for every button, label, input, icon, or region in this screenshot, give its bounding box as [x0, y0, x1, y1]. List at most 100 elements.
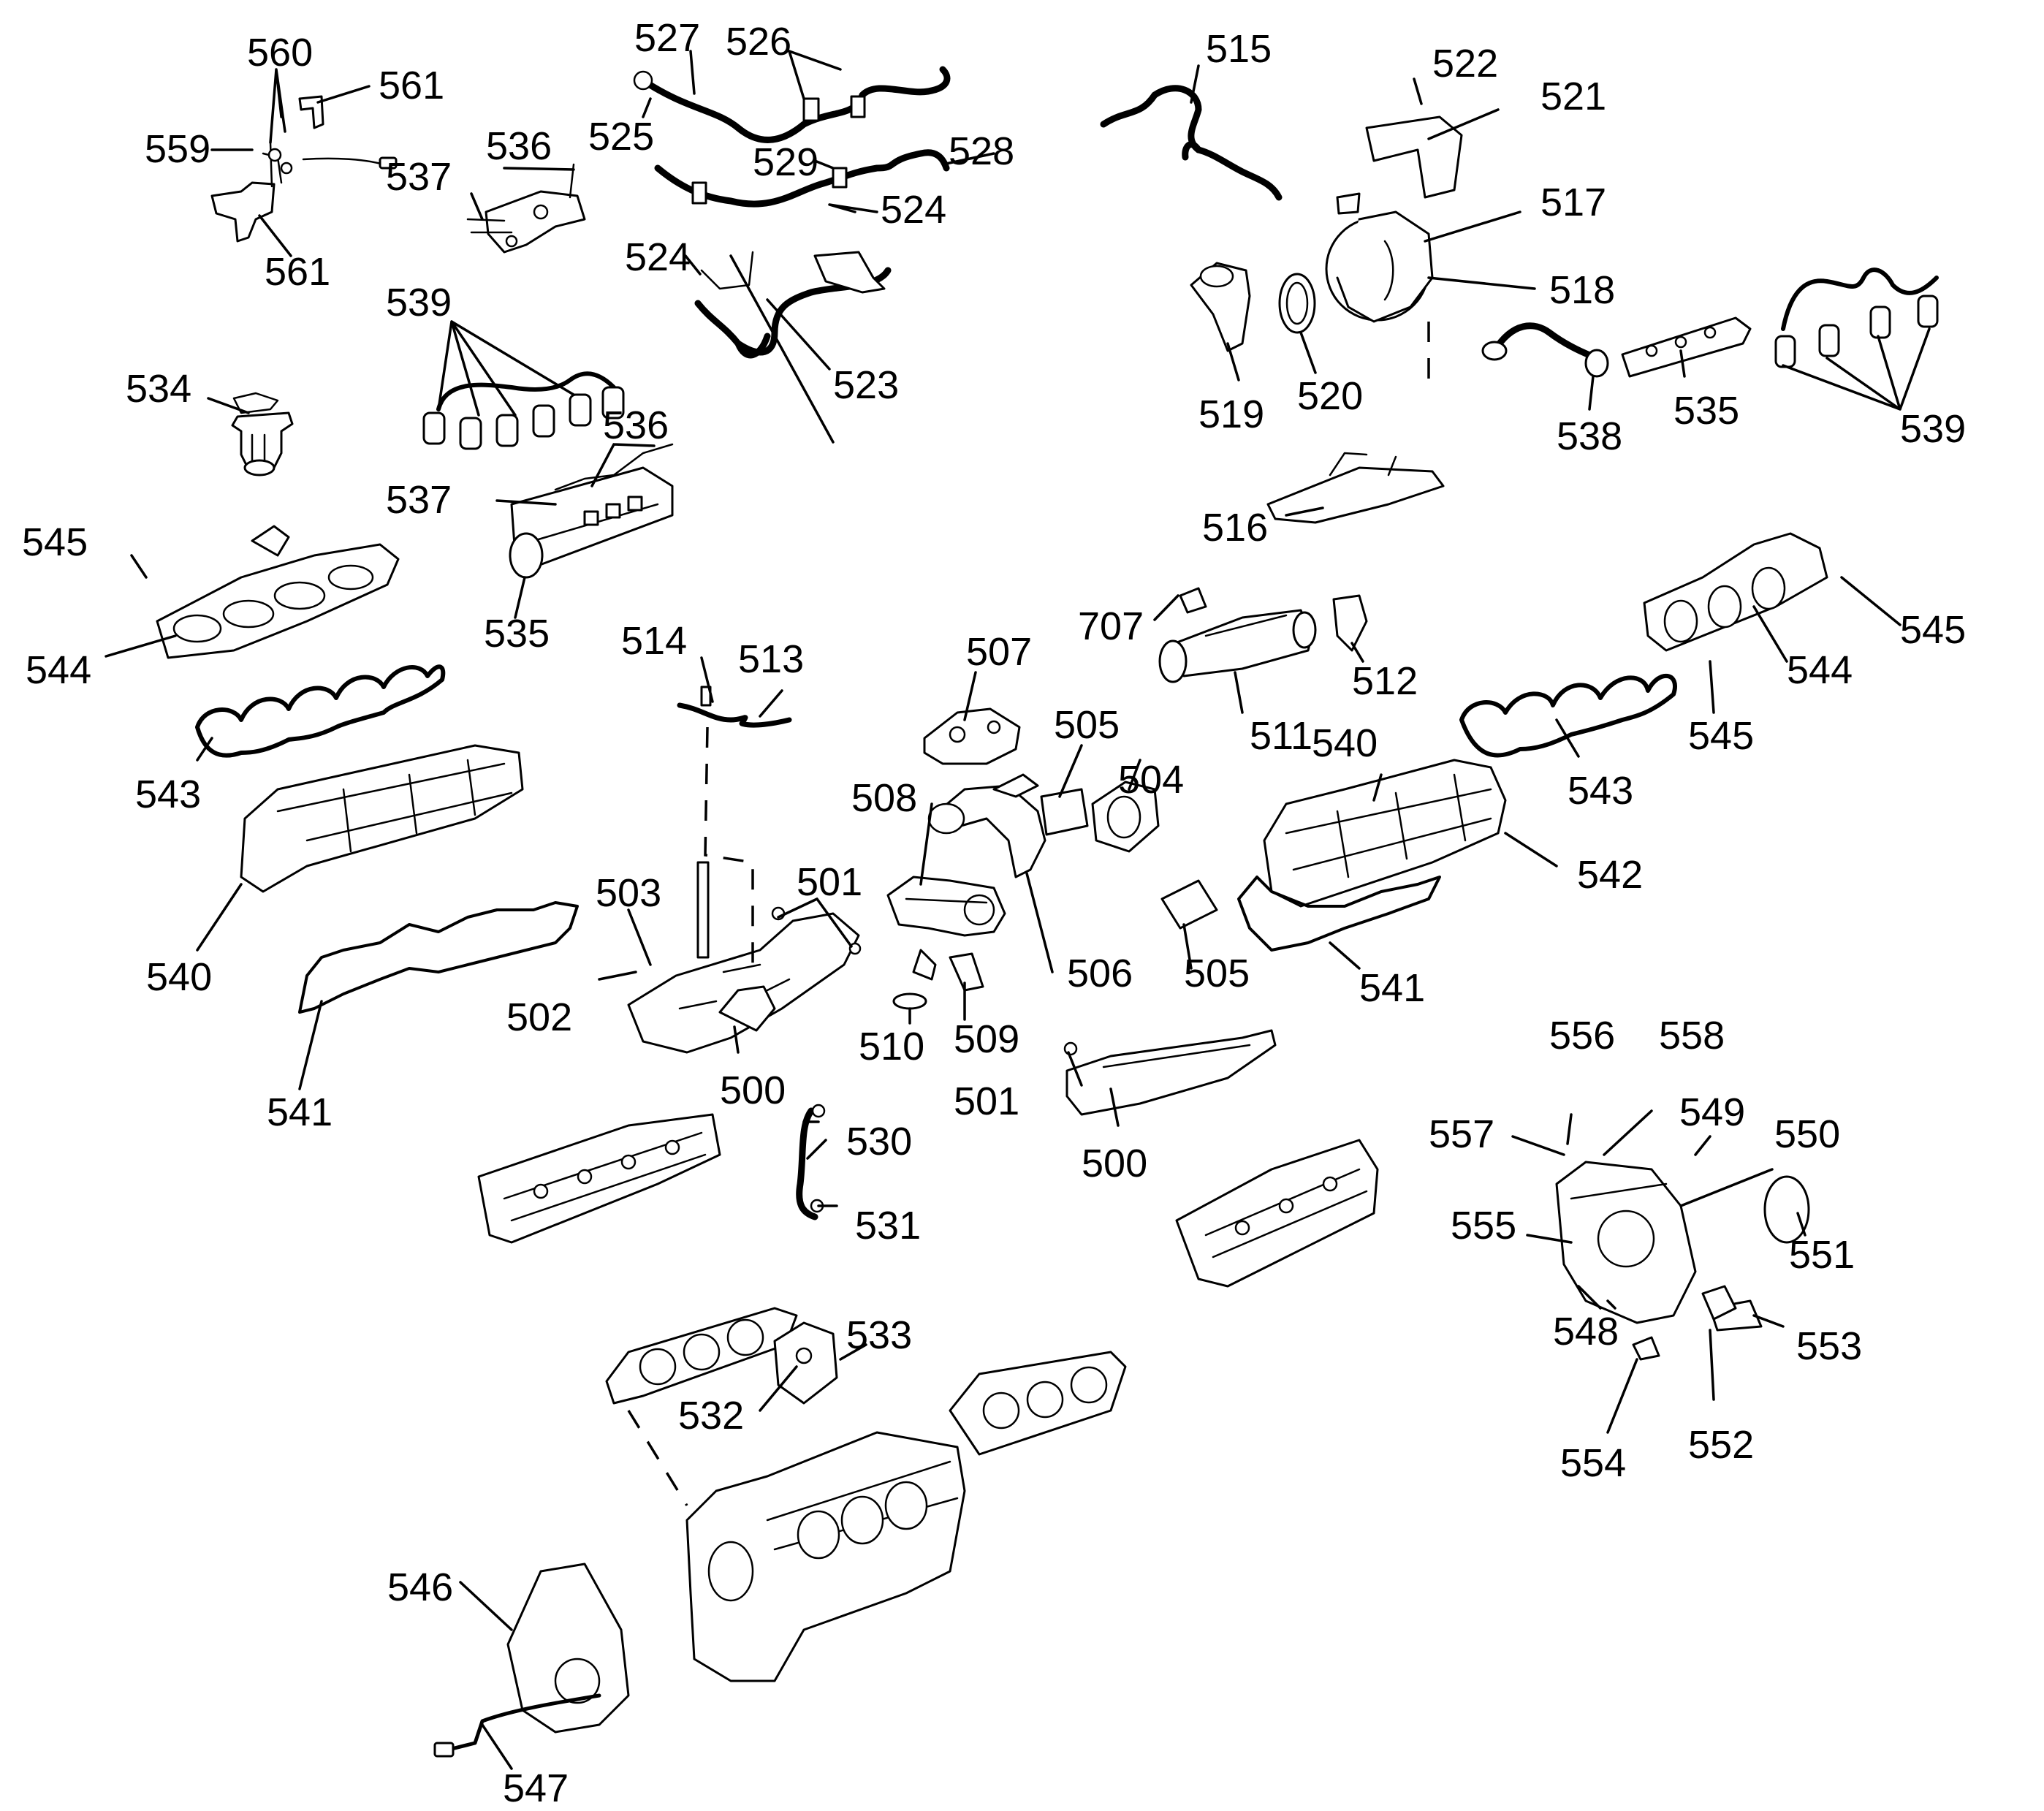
manifold-gasket-right [1459, 674, 1677, 758]
label-507: 507 [966, 630, 1032, 674]
exhaust-manifold-right [1643, 532, 1828, 652]
label-501-right: 501 [954, 1079, 1019, 1123]
label-536-mid: 536 [603, 403, 669, 447]
egr-sensor-and-bracket [1179, 587, 1368, 652]
head-gasket-right [949, 1351, 1127, 1456]
label-537-top: 537 [386, 155, 452, 199]
vent-tube [677, 686, 792, 728]
egr-bracket-and-gasket [892, 949, 984, 1010]
label-527: 527 [634, 16, 700, 60]
label-546: 546 [387, 1565, 453, 1609]
label-511: 511 [1250, 714, 1312, 758]
label-542: 542 [1577, 853, 1643, 897]
head-gasket-left [605, 1307, 798, 1405]
egr-tube-elbow [927, 773, 1046, 878]
turbo-oil-lines [1100, 85, 1283, 201]
label-515: 515 [1206, 27, 1272, 71]
label-526: 526 [726, 20, 791, 64]
label-545-right: 545 [1900, 608, 1966, 652]
label-550: 550 [1774, 1112, 1840, 1156]
label-541-right: 541 [1359, 966, 1425, 1010]
label-506: 506 [1067, 952, 1133, 995]
glow-plugs-right [1774, 267, 1939, 368]
label-554: 554 [1560, 1441, 1626, 1485]
label-512: 512 [1352, 659, 1418, 703]
fuel-filter [231, 392, 294, 477]
cylinder-head-right [1175, 1139, 1379, 1288]
explode-lines [627, 322, 1430, 1506]
label-537-mid: 537 [386, 478, 452, 522]
label-517: 517 [1540, 181, 1606, 224]
fuel-rail-right [1481, 316, 1752, 378]
label-535-right: 535 [1673, 389, 1739, 433]
label-513: 513 [738, 637, 804, 681]
egr-cover [923, 707, 1021, 765]
label-510: 510 [859, 1025, 924, 1068]
return-line-assembly [694, 251, 892, 359]
exhaust-manifold-left [156, 525, 400, 659]
label-530: 530 [846, 1120, 912, 1163]
label-540-left: 540 [146, 955, 212, 999]
leader-lines [105, 50, 1931, 1770]
label-545-mid: 545 [1688, 714, 1754, 758]
label-520: 520 [1297, 374, 1363, 418]
label-518: 518 [1549, 268, 1615, 312]
engine-block [685, 1431, 966, 1682]
flywheel-adapter-plate [1555, 1161, 1697, 1324]
label-549: 549 [1679, 1090, 1745, 1134]
label-558: 558 [1659, 1014, 1725, 1058]
label-536-top: 536 [486, 124, 552, 168]
label-560: 560 [247, 31, 313, 75]
egr-valve [886, 876, 1006, 937]
label-552: 552 [1688, 1423, 1754, 1467]
label-524-right: 524 [881, 188, 946, 232]
label-707: 707 [1078, 604, 1144, 648]
label-514: 514 [621, 619, 687, 663]
turbo-inlet-pipe [1190, 262, 1316, 352]
label-544-left: 544 [26, 648, 91, 692]
crankcase-vent-tube [796, 1104, 826, 1220]
heat-shield-lower [1266, 452, 1445, 524]
flywheel-parts [1632, 1175, 1810, 1361]
label-561-top: 561 [379, 64, 444, 107]
label-535-left: 535 [484, 612, 550, 656]
label-557: 557 [1429, 1112, 1494, 1156]
label-534: 534 [126, 367, 191, 411]
label-522: 522 [1432, 42, 1498, 86]
label-539-left: 539 [386, 281, 452, 324]
label-532: 532 [678, 1394, 744, 1438]
turbo-heat-shield [1365, 115, 1463, 199]
crankshaft-sensor [433, 1693, 601, 1758]
cylinder-head-left [477, 1113, 721, 1244]
manifold-gasket-left [195, 664, 446, 758]
label-523: 523 [833, 363, 899, 407]
valve-cover-left [240, 744, 524, 893]
valve-cover-gasket-left [298, 901, 579, 1014]
label-551: 551 [1789, 1233, 1855, 1277]
label-544-right: 544 [1787, 648, 1853, 692]
callout-labels: 560 561 559 561 536 537 527 526 525 529 … [22, 16, 1966, 1810]
label-500-right: 500 [1082, 1142, 1147, 1185]
front-cover [506, 1563, 630, 1734]
label-501-top: 501 [797, 860, 862, 904]
label-541-left: 541 [267, 1090, 333, 1134]
label-543-left: 543 [135, 772, 201, 816]
label-559: 559 [145, 127, 210, 171]
label-540-right: 540 [1312, 721, 1378, 765]
label-505-bottom: 505 [1184, 952, 1250, 995]
valve-cover-right [1263, 759, 1507, 908]
label-561-bottom: 561 [265, 250, 330, 294]
label-556: 556 [1549, 1014, 1615, 1058]
bracket-assembly [210, 95, 398, 243]
label-548: 548 [1553, 1310, 1619, 1353]
label-533: 533 [846, 1313, 912, 1357]
fuel-rail-left [509, 443, 674, 579]
turbocharger [1325, 192, 1434, 323]
label-516: 516 [1202, 506, 1268, 550]
label-503: 503 [596, 871, 661, 915]
label-529: 529 [753, 140, 818, 184]
label-545-left: 545 [22, 520, 88, 564]
label-509: 509 [954, 1017, 1019, 1061]
label-500-left: 500 [720, 1068, 786, 1112]
